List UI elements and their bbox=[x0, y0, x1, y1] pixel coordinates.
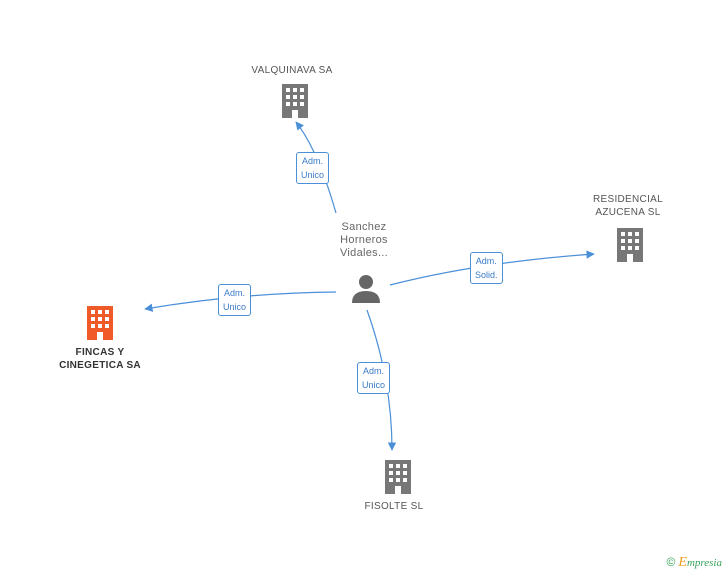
company-label-valquinava[interactable]: VALQUINAVA SA bbox=[230, 64, 354, 77]
role-box-fincas-line-2: Unico bbox=[223, 302, 247, 312]
copyright-icon: © bbox=[666, 555, 676, 569]
role-box-valquinava-line-2: Unico bbox=[301, 170, 325, 180]
role-box-fincas-line-1: Adm. bbox=[224, 288, 246, 298]
building-icon-residencial[interactable] bbox=[615, 228, 645, 262]
company-label-fincas-line-2: CINEGETICA SA bbox=[59, 360, 141, 371]
role-box-valquinava-line-1: Adm. bbox=[302, 156, 324, 166]
company-label-fincas-line-1: FINCAS Y bbox=[75, 347, 125, 358]
role-box-fincas[interactable]: Adm. Unico bbox=[218, 284, 252, 316]
role-box-valquinava[interactable]: Adm. Unico bbox=[296, 152, 330, 184]
building-icon-fincas[interactable] bbox=[85, 306, 115, 340]
person-name-line-1: Sanchez bbox=[341, 221, 387, 233]
brand-rest: mpresia bbox=[686, 557, 722, 569]
company-label-fisolte[interactable]: FISOLTE SL bbox=[344, 500, 444, 513]
company-label-residencial-line-1: RESIDENCIAL bbox=[593, 194, 663, 205]
role-box-fisolte-line-2: Unico bbox=[362, 380, 386, 390]
role-box-residencial-line-2: Solid. bbox=[475, 270, 498, 280]
brand-initial: E bbox=[678, 555, 687, 570]
company-label-residencial-line-2: AZUCENA SL bbox=[595, 207, 661, 218]
brand-logo: Empresia bbox=[678, 555, 722, 570]
person-icon[interactable] bbox=[351, 273, 381, 303]
role-box-residencial-line-1: Adm. bbox=[475, 256, 497, 266]
footer-brand: © Empresia bbox=[666, 555, 722, 571]
company-label-fisolte-line-1: FISOLTE SL bbox=[364, 501, 424, 512]
company-label-valquinava-line-1: VALQUINAVA SA bbox=[251, 65, 333, 76]
person-name-line-3: Vidales... bbox=[339, 247, 389, 259]
person-name[interactable]: Sanchez Horneros Vidales... bbox=[326, 221, 402, 260]
person-name-line-2: Horneros bbox=[340, 234, 388, 246]
building-icon-fisolte[interactable] bbox=[383, 460, 413, 494]
role-box-fisolte-line-1: Adm. bbox=[363, 366, 385, 376]
company-label-residencial[interactable]: RESIDENCIAL AZUCENA SL bbox=[576, 193, 680, 219]
role-box-residencial[interactable]: Adm. Solid. bbox=[470, 252, 503, 284]
role-box-fisolte[interactable]: Adm. Unico bbox=[357, 362, 391, 394]
building-icon-valquinava[interactable] bbox=[280, 84, 310, 118]
company-label-fincas[interactable]: FINCAS Y CINEGETICA SA bbox=[38, 346, 162, 372]
